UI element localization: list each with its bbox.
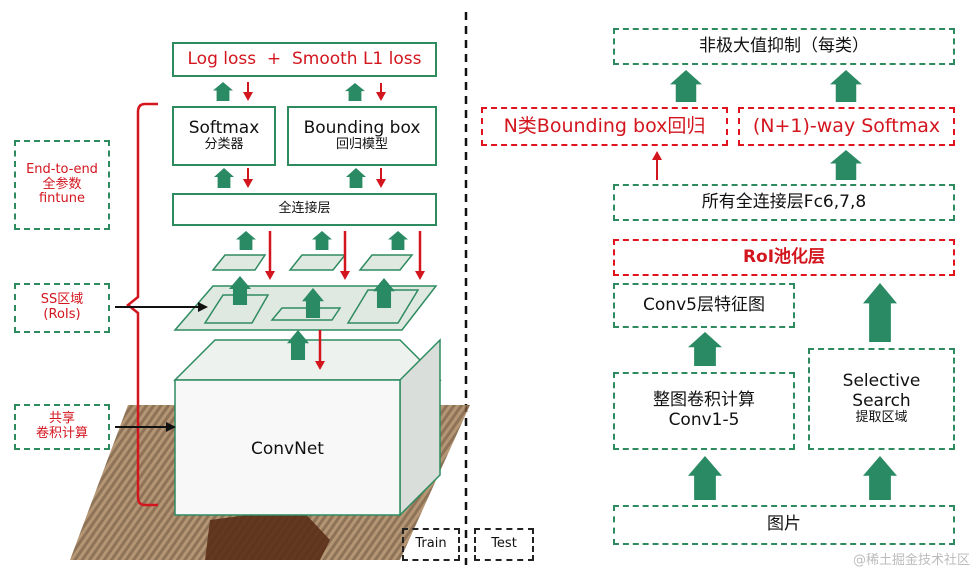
pooled-roi-3 [358, 254, 414, 271]
full-conv-line-1: 整图卷积计算 [653, 390, 755, 411]
train-arrow-down-bbox-head [376, 179, 386, 188]
end-to-end-line-2: 全参数 [42, 176, 82, 192]
train-arrow-up-loss-2 [214, 168, 234, 188]
softmax-title: Softmax [188, 117, 260, 138]
watermark: @稀土掘金技术社区 [790, 546, 970, 576]
end-to-end-line-1: End-to-end [26, 161, 98, 177]
ss-line-2: (RoIs) [43, 307, 81, 322]
train-fc-label: 全连接层 [278, 201, 331, 217]
train-arrow-up-feat-1 [229, 276, 251, 305]
test-arrow-up-softmax [830, 150, 862, 180]
conv5-box: Conv5层特征图 [613, 283, 795, 328]
image-box: 图片 [613, 505, 955, 545]
nms-box: 非极大值抑制（每类） [613, 28, 955, 65]
train-arrow-down-roi-2-head [340, 271, 350, 280]
train-arrow-up-feat-2 [302, 288, 324, 318]
train-tag: Train [402, 528, 460, 561]
test-tag: Test [474, 528, 534, 561]
test-arrow-up-nms-1 [670, 70, 702, 102]
convnet-box-front [174, 379, 401, 516]
nms-label: 非极大值抑制（每类） [699, 35, 869, 56]
test-bbox-reg-label: N类Bounding box回归 [503, 114, 706, 137]
shared-pointer-head [166, 422, 176, 432]
bbox-sub: 回归模型 [335, 137, 388, 153]
shared-conv-note: 共享 卷积计算 [14, 404, 110, 450]
bbox-regressor-box: Bounding box 回归模型 [287, 106, 437, 166]
selective-line-2: Search [852, 390, 911, 411]
convnet-label-wrap: ConvNet [175, 425, 400, 475]
horse-shape [205, 508, 330, 560]
roi-pool-box: RoI池化层 [613, 239, 955, 276]
shared-line-2: 卷积计算 [35, 426, 88, 441]
test-arrow-up-conv5 [688, 332, 722, 366]
test-arrow-up-roi [863, 283, 897, 342]
train-arrow-up-bbox [346, 168, 366, 188]
convnet-label: ConvNet [251, 439, 324, 460]
roi-rect-2 [270, 307, 342, 321]
image-label: 图片 [767, 514, 801, 535]
roi-rect-1 [203, 294, 270, 324]
ss-pointer-head [198, 302, 208, 312]
selective-search-box: Selective Search 提取区域 [808, 348, 955, 450]
bbox-title: Bounding box [303, 117, 421, 138]
test-bbox-reg-box: N类Bounding box回归 [481, 107, 728, 146]
ss-line-1: SS区域 [40, 292, 84, 308]
train-arrow-down-loss-1-head [376, 92, 386, 101]
train-arrow-down-fc-head [243, 92, 253, 101]
test-softmax-label: (N+1)-way Softmax [752, 114, 941, 137]
train-arrow-up-roi-2 [312, 231, 332, 250]
pooled-roi-2 [288, 254, 347, 271]
roi-rect-3 [346, 289, 420, 324]
conv5-label: Conv5层特征图 [643, 294, 765, 315]
softmax-sub: 分类器 [204, 137, 244, 153]
train-tag-label: Train [415, 536, 447, 552]
convnet-box-top [173, 339, 442, 381]
test-arrow-up-fullconv [688, 456, 722, 500]
train-arrow-down-roi-1-head [265, 271, 275, 280]
loss-box: Log loss + Smooth L1 loss [172, 42, 437, 77]
shared-line-1: 共享 [48, 411, 75, 427]
ss-rois-note: SS区域 (RoIs) [14, 283, 110, 333]
test-arrow-up-bbox-reg-head [652, 151, 662, 160]
test-tag-label: Test [491, 536, 517, 552]
train-arrow-up-roi-1 [236, 231, 256, 250]
test-fc-label: 所有全连接层Fc6,7,8 [701, 191, 867, 212]
end-to-end-line-3: fintune [38, 191, 85, 207]
train-arrow-up-fc [213, 82, 233, 101]
train-fc-box: 全连接层 [172, 193, 437, 226]
test-arrow-up-selective [863, 456, 897, 500]
pooled-roi-1 [211, 254, 267, 271]
watermark-label: @稀土掘金技术社区 [852, 552, 970, 568]
test-softmax-box: (N+1)-way Softmax [738, 107, 955, 146]
end-to-end-bracket [125, 102, 158, 507]
roi-pool-label: RoI池化层 [742, 246, 826, 267]
train-arrow-down-loss-2-head [243, 179, 253, 188]
train-arrow-down-roi-3-head [415, 271, 425, 280]
softmax-classifier-box: Softmax 分类器 [172, 106, 276, 166]
train-arrow-up-roi-3 [388, 231, 408, 250]
loss-label: Log loss + Smooth L1 loss [187, 48, 422, 69]
end-to-end-note: End-to-end 全参数 fintune [14, 140, 110, 230]
test-arrow-up-nms-2 [830, 70, 862, 102]
selective-line-3: 提取区域 [855, 410, 908, 426]
selective-line-1: Selective [842, 370, 921, 391]
full-conv-line-2: Conv1-5 [668, 410, 740, 430]
test-fc-box: 所有全连接层Fc6,7,8 [613, 184, 955, 221]
train-arrow-down-conv-head [315, 361, 325, 370]
train-arrow-up-conv [287, 330, 309, 360]
train-arrow-up-loss-1 [345, 83, 365, 101]
train-arrow-up-feat-3 [373, 278, 395, 308]
full-conv-box: 整图卷积计算 Conv1-5 [613, 372, 795, 450]
